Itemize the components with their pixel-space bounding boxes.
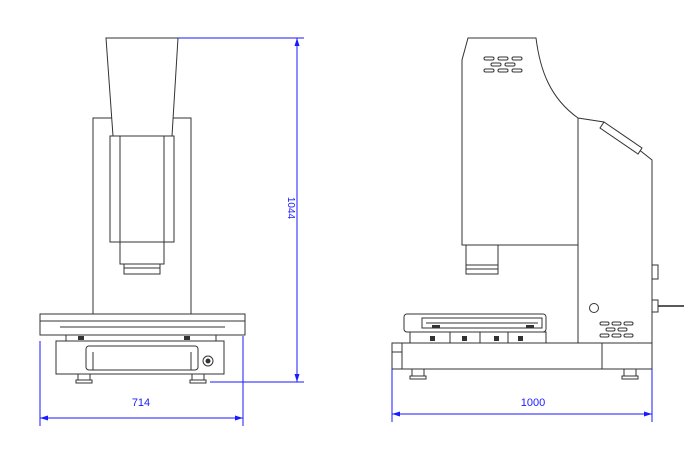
dimension-side-length: 1000 xyxy=(391,369,653,422)
front-foot-left xyxy=(77,373,91,381)
side-housing xyxy=(461,37,653,344)
front-lens-ring xyxy=(123,263,161,275)
side-view xyxy=(391,37,684,380)
dimension-label-front-width: 714 xyxy=(132,397,150,409)
side-vent-bottom xyxy=(599,321,634,338)
dimension-label-front-height: 1044 xyxy=(285,197,296,220)
side-foot-right xyxy=(623,368,637,377)
dimension-front-width: 714 xyxy=(39,336,244,426)
side-lens xyxy=(465,244,499,266)
side-foot-left xyxy=(411,368,425,377)
dimension-front-height: 1044 xyxy=(178,37,304,383)
front-view xyxy=(39,37,246,384)
front-head-top xyxy=(105,37,179,137)
front-stage-plate xyxy=(39,320,246,336)
front-knob xyxy=(202,355,214,367)
front-lens xyxy=(119,241,165,265)
side-base xyxy=(391,342,653,370)
side-panel-top xyxy=(599,121,643,155)
front-head-body xyxy=(109,135,175,243)
front-stage-top xyxy=(39,313,246,322)
side-vent-top xyxy=(483,56,523,73)
side-knob xyxy=(589,303,599,313)
front-foot-right xyxy=(191,373,205,381)
dimension-label-side-length: 1000 xyxy=(521,397,545,409)
